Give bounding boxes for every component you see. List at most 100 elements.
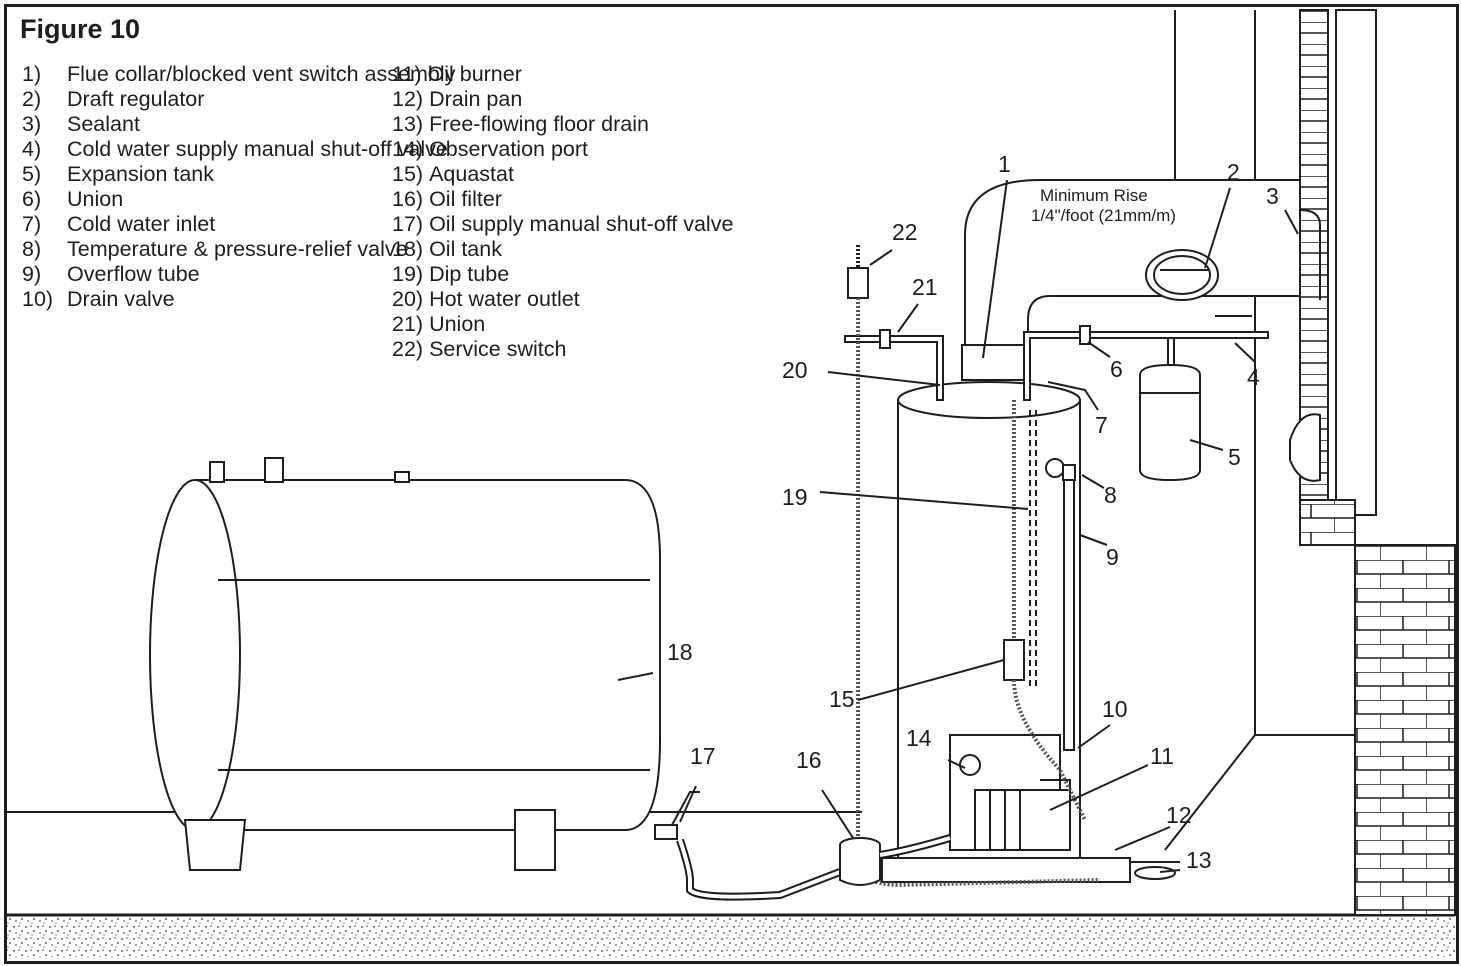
legend-item: 16)Oil filter [392,187,792,212]
legend-item-text: Oil filter [429,187,502,211]
callout-8: 8 [1104,482,1117,508]
legend-item-number: 5) [22,162,42,186]
callout-15: 15 [829,686,855,712]
legend-item-number: 6) [22,187,42,211]
legend-item-text: Expansion tank [67,162,215,186]
legend-item: 6) Union [22,187,362,212]
legend-item-text: Observation port [429,137,589,161]
legend-item-text: Oil tank [429,237,502,261]
legend-item-number: 7) [22,212,42,236]
legend-item-text: Service switch [429,337,567,361]
room [7,10,1455,957]
legend-left: 1) Flue collar/blocked vent switch assemb… [22,62,455,312]
legend-item-number: 17) [392,212,424,236]
legend-item: 20)Hot water outlet [392,287,792,312]
oil-line [654,791,952,901]
legend-item-text: Sealant [67,112,140,136]
callout-10: 10 [1102,696,1128,722]
legend-item-text: Oil supply manual shut-off valve [429,212,734,236]
legend-item-number: 22) [392,337,424,361]
legend-item-number: 18) [392,237,424,261]
legend-item: 21)Union [392,312,792,337]
legend-item-number: 3) [22,112,42,136]
figure-frame [4,4,1459,964]
callout-12: 12 [1166,802,1192,828]
callout-3: 3 [1266,183,1279,209]
callout-6: 6 [1110,356,1123,382]
callout-13: 13 [1186,847,1212,873]
floor-drain [1134,866,1176,880]
legend-item-number: 14) [392,137,424,161]
callout-17: 17 [690,743,716,769]
legend-item-text: Union [67,187,124,211]
callout-4: 4 [1247,364,1260,390]
legend-item-text: Free-flowing floor drain [429,112,649,136]
legend-item-text: Dip tube [429,262,510,286]
legend-item-number: 20) [392,287,424,311]
legend-item: 14)Observation port [392,137,792,162]
callout-20: 20 [782,357,808,383]
callout-1: 1 [998,151,1011,177]
oil-tank [149,457,661,871]
legend-item: 19)Dip tube [392,262,792,287]
legend-item-number: 8) [22,237,42,261]
legend-item: 17)Oil supply manual shut-off valve [392,212,792,237]
oil-burner [974,789,1071,851]
legend-item: 7) Cold water inlet [22,212,362,237]
brick-wall [1354,544,1456,916]
drain-pan [881,857,1131,883]
legend-item: 22)Service switch [392,337,792,362]
callout-2: 2 [1227,159,1240,185]
chimney [1289,9,1456,916]
legend-item-number: 10) [22,287,54,311]
callout-9: 9 [1106,544,1119,570]
legend-item-text: Oil burner [427,62,522,86]
callout-19: 19 [782,484,808,510]
legend-item-text: Draft regulator [67,87,205,111]
callout-7: 7 [1095,412,1108,438]
legend-item-number: 21) [392,312,424,336]
legend-item-number: 16) [392,187,424,211]
legend-item-text: Aquastat [429,162,514,186]
legend-item: 3) Sealant [22,112,362,137]
callout-11: 11 [1150,743,1174,769]
legend-item-number: 13) [392,112,424,136]
legend-item-text: Flue collar/blocked vent switch assembly [67,62,456,86]
minimum-rise-line1: Minimum Rise [1040,186,1148,205]
legend-item: 8) Temperature & pressure-relief valve [22,237,408,262]
callout-18: 18 [667,639,693,665]
callout-5: 5 [1228,444,1241,470]
flue-pipe [961,179,1321,381]
legend-item-text: Overflow tube [67,262,200,286]
callout-14: 14 [906,725,932,751]
water-heater [844,245,1269,888]
callout-21: 21 [912,274,938,300]
floor-gravel [7,917,1455,957]
legend-item: 18)Oil tank [392,237,792,262]
legend-item-text: Hot water outlet [429,287,580,311]
draft-regulator [1145,249,1219,301]
figure-title: Figure 10 [20,14,141,44]
legend-item: 12)Drain pan [392,87,792,112]
legend-item-text: Union [429,312,486,336]
legend-item-number: 4) [22,137,42,161]
legend-item-text: Cold water supply manual shut-off valve [67,137,448,161]
legend-item-number: 1) [22,62,42,86]
legend-item: 5) Expansion tank [22,162,362,187]
legend-item-text: Cold water inlet [67,212,216,236]
legend-item-text: Temperature & pressure-relief valve [67,237,408,261]
legend-item-number: 2) [22,87,42,111]
legend-item: 1) Flue collar/blocked vent switch assemb… [22,62,455,87]
legend-item: 4) Cold water supply manual shut-off valv… [22,137,448,162]
leader-lines [617,179,1299,873]
legend-item-text: Drain pan [429,87,523,111]
legend-item: 13)Free-flowing floor drain [392,112,792,137]
legend-item-number: 15) [392,162,424,186]
legend-item: 2) Draft regulator [22,87,362,112]
callout-22: 22 [892,219,918,245]
legend-item: 9)Overflow tube [22,262,362,287]
legend-item: 10)Drain valve [22,287,362,312]
